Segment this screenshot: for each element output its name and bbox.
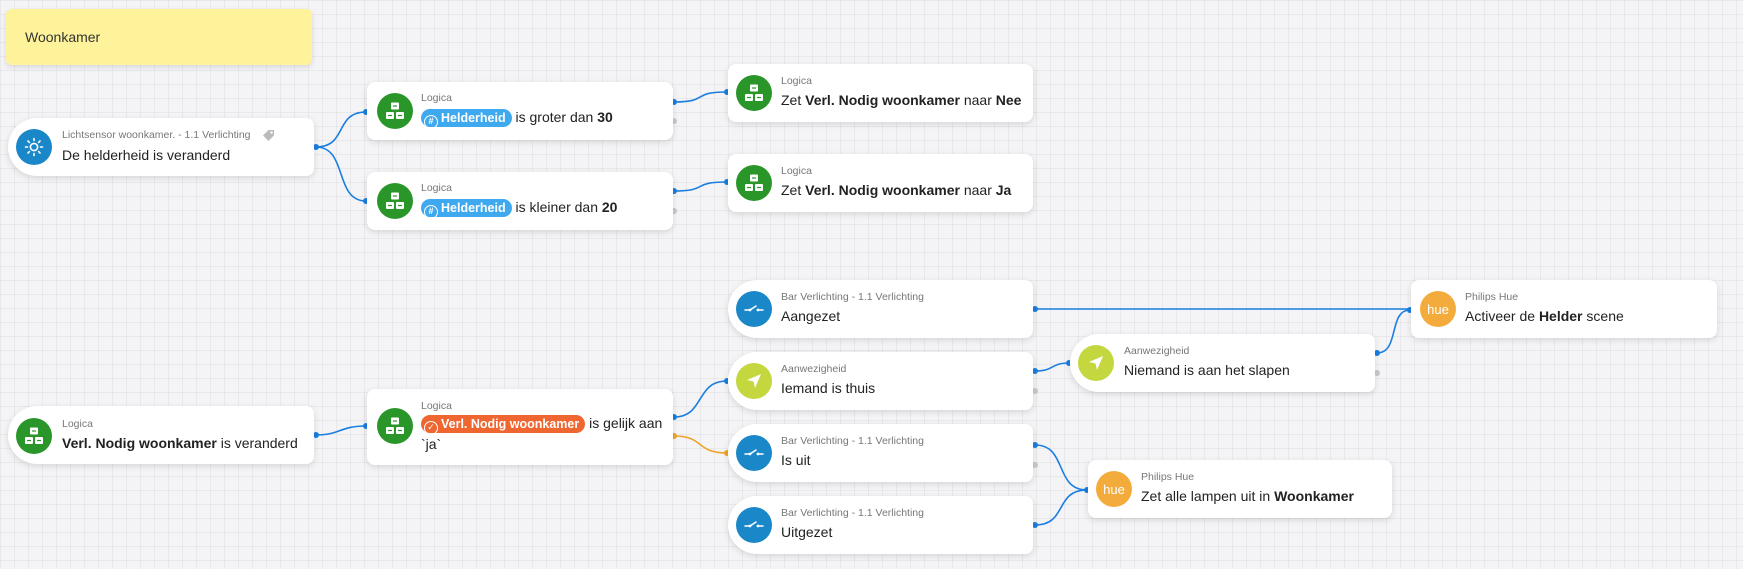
tag-icon: [263, 130, 274, 141]
card-text: Aangezet: [781, 308, 841, 324]
wire: [673, 380, 728, 418]
card-action: Zet Verl. Nodig woonkamer naar Ja: [781, 182, 1012, 198]
card-action: Activeer de Helder scene: [1465, 308, 1624, 324]
note-card[interactable]: Woonkamer: [6, 9, 312, 65]
card-condition: ✓Verl. Nodig woonkamer is gelijk aan: [421, 415, 662, 436]
card-text: Niemand is aan het slapen: [1124, 362, 1290, 378]
card-logic-gelijk[interactable]: Logica ✓Verl. Nodig woonkamer is gelijk …: [367, 389, 673, 465]
logic-icon: [377, 408, 413, 444]
wire: [315, 111, 367, 148]
logic-icon: [736, 165, 772, 201]
check-icon: ✓: [424, 421, 438, 436]
variable-chip[interactable]: #Helderheid: [421, 199, 512, 220]
card-aangezet[interactable]: Bar Verlichting - 1.1 Verlichting Aangez…: [728, 280, 1033, 338]
wire: [673, 181, 728, 192]
note-title: Woonkamer: [25, 29, 101, 45]
card-label: Lichtsensor woonkamer. - 1.1 Verlichting: [62, 129, 251, 141]
card-zet-nee[interactable]: Logica Zet Verl. Nodig woonkamer naar Ne…: [728, 64, 1033, 122]
card-condition: #Helderheid is kleiner dan 20: [421, 199, 617, 220]
card-is-uit[interactable]: Bar Verlichting - 1.1 Verlichting Is uit: [728, 424, 1033, 482]
card-label: Aanwezigheid: [781, 363, 847, 375]
brightness-sensor-icon: [16, 129, 52, 165]
card-text: Uitgezet: [781, 524, 833, 540]
card-condition-value: `ja`: [421, 436, 442, 452]
card-logic-kleiner[interactable]: Logica #Helderheid is kleiner dan 20: [367, 172, 673, 230]
card-verl-veranderd[interactable]: Logica Verl. Nodig woonkamer is verander…: [8, 406, 314, 464]
card-text: De helderheid is veranderd: [62, 147, 231, 163]
number-icon: #: [424, 205, 438, 220]
wire: [673, 91, 728, 103]
card-text: Iemand is thuis: [781, 380, 876, 396]
card-label: Aanwezigheid: [1124, 345, 1190, 357]
card-uitgezet[interactable]: Bar Verlichting - 1.1 Verlichting Uitgez…: [728, 496, 1033, 554]
card-label: Logica: [421, 92, 452, 104]
number-icon: #: [424, 115, 438, 130]
wire: [315, 425, 367, 436]
card-label: Bar Verlichting - 1.1 Verlichting: [781, 435, 924, 447]
card-logic-groter[interactable]: Logica #Helderheid is groter dan 30: [367, 82, 673, 140]
philips-hue-icon: hue: [1420, 291, 1456, 327]
philips-hue-icon: hue: [1096, 471, 1132, 507]
card-label: Bar Verlichting - 1.1 Verlichting: [781, 507, 924, 519]
switch-icon: [736, 291, 772, 327]
logic-icon: [377, 183, 413, 219]
logic-icon: [736, 75, 772, 111]
card-niemand[interactable]: Aanwezigheid Niemand is aan het slapen: [1070, 334, 1375, 392]
card-label: Logica: [421, 182, 452, 194]
wire: [1034, 444, 1088, 491]
switch-icon: [736, 435, 772, 471]
card-iemand[interactable]: Aanwezigheid Iemand is thuis: [728, 352, 1033, 410]
wire: [1034, 362, 1070, 372]
card-label: Logica: [781, 75, 812, 87]
card-hue-uit[interactable]: hue Philips Hue Zet alle lampen uit in W…: [1088, 460, 1392, 518]
card-zet-ja[interactable]: Logica Zet Verl. Nodig woonkamer naar Ja: [728, 154, 1033, 212]
card-condition: #Helderheid is groter dan 30: [421, 109, 613, 130]
location-arrow-icon: [1078, 345, 1114, 381]
card-label: Philips Hue: [1141, 471, 1195, 483]
location-arrow-icon: [736, 363, 772, 399]
card-text: Verl. Nodig woonkamer is veranderd: [62, 435, 298, 451]
card-label: Bar Verlichting - 1.1 Verlichting: [781, 291, 924, 303]
card-action: Zet alle lampen uit in Woonkamer: [1141, 488, 1354, 504]
card-hue-helder[interactable]: hue Philips Hue Activeer de Helder scene: [1411, 280, 1717, 338]
wire: [1034, 489, 1088, 526]
logic-icon: [377, 93, 413, 129]
card-label: Logica: [781, 165, 812, 177]
card-label: Logica: [421, 400, 452, 412]
card-text: Is uit: [781, 452, 811, 468]
card-lichtsensor[interactable]: Lichtsensor woonkamer. - 1.1 Verlichting…: [8, 118, 314, 176]
logic-icon: [16, 418, 52, 454]
switch-icon: [736, 507, 772, 543]
variable-chip[interactable]: #Helderheid: [421, 109, 512, 130]
wire: [1376, 309, 1411, 354]
card-label: Logica: [62, 418, 93, 430]
card-action: Zet Verl. Nodig woonkamer naar Nee: [781, 92, 1022, 108]
wire: [315, 146, 367, 202]
wire: [673, 435, 728, 454]
variable-chip[interactable]: ✓Verl. Nodig woonkamer: [421, 415, 586, 436]
card-label: Philips Hue: [1465, 291, 1519, 303]
